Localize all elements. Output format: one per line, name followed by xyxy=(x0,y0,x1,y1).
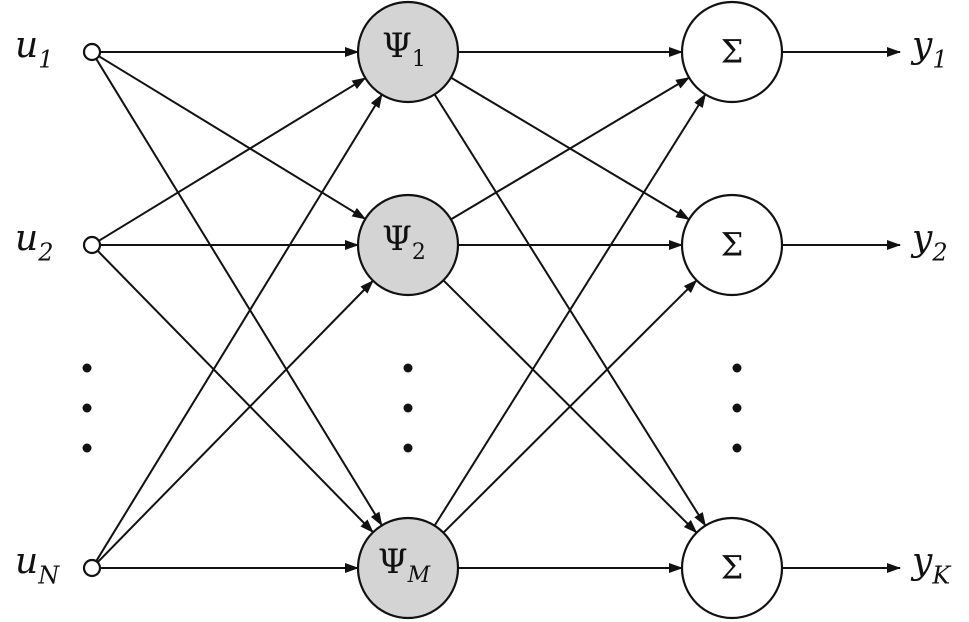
input-label-1: u1 xyxy=(15,25,53,73)
connections xyxy=(95,47,901,573)
hidden-label-1: Ψ1 xyxy=(382,26,426,72)
hidden-label-3: ΨM xyxy=(378,542,431,588)
sum-symbol-2: Σ xyxy=(721,226,744,264)
output-label-1: y1 xyxy=(910,25,948,73)
hidden-label-2: Ψ2 xyxy=(382,219,426,265)
edge-input-3-to-hidden-1 xyxy=(95,93,383,562)
ellipsis-dot-col1-2 xyxy=(82,403,92,413)
edge-input-3-to-hidden-2 xyxy=(96,280,374,563)
edge-input-1-to-hidden-3 xyxy=(95,58,383,527)
ellipsis-dot-col2-1 xyxy=(403,363,413,373)
hidden-node-1 xyxy=(356,0,460,104)
output-node-2 xyxy=(680,193,784,297)
output-label-3: yK xyxy=(910,541,952,589)
edge-input-2-to-hidden-3 xyxy=(96,250,374,533)
edge-input-2-to-hidden-1 xyxy=(98,77,367,242)
output-node-3 xyxy=(680,516,784,620)
edge-hidden-3-to-output-2 xyxy=(442,279,698,534)
ellipsis-dot-col3-1 xyxy=(732,363,742,373)
ellipsis-dot-col1-3 xyxy=(82,443,92,453)
input-label-2: u2 xyxy=(15,218,53,266)
output-label-2: y2 xyxy=(910,218,948,266)
input-label-3: uN xyxy=(15,541,60,589)
ellipsis-dots xyxy=(82,363,742,453)
ellipsis-dot-col1-1 xyxy=(82,363,92,373)
edge-hidden-3-to-output-1 xyxy=(433,93,707,527)
edge-input-1-to-hidden-2 xyxy=(98,55,367,220)
ellipsis-dot-col3-2 xyxy=(732,403,742,413)
edge-hidden-2-to-output-1 xyxy=(450,76,690,221)
ellipsis-dot-col2-3 xyxy=(403,443,413,453)
sum-symbol-3: Σ xyxy=(721,549,744,587)
input-node-1 xyxy=(82,42,102,62)
hidden-node-3 xyxy=(356,516,460,620)
nodes xyxy=(82,0,784,620)
input-node-3 xyxy=(82,558,102,578)
sum-symbol-1: Σ xyxy=(721,33,744,71)
ellipsis-dot-col2-2 xyxy=(403,403,413,413)
input-node-2 xyxy=(82,235,102,255)
ellipsis-dot-col3-3 xyxy=(732,443,742,453)
output-node-1 xyxy=(680,0,784,104)
hidden-node-2 xyxy=(356,193,460,297)
